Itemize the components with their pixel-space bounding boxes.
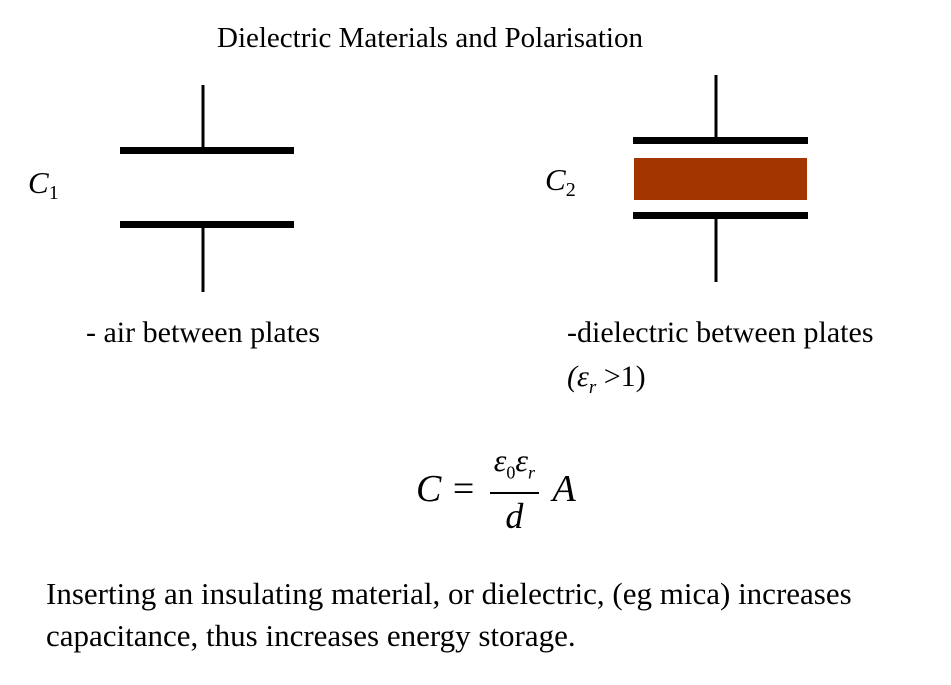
formula-fraction: ε0εr d bbox=[489, 440, 540, 538]
formula-equals: = bbox=[452, 468, 475, 511]
capacitance-formula: C = ε0εr d A bbox=[416, 440, 576, 536]
formula-rhs: A bbox=[552, 468, 576, 511]
c2-bottom-plate bbox=[633, 212, 808, 219]
bottom-text: Inserting an insulating material, or die… bbox=[46, 576, 852, 653]
slide-title: Dielectric Materials and Polarisation bbox=[217, 22, 643, 54]
c2-caption-permittivity: (εr >1) bbox=[567, 360, 646, 398]
formula-numerator: ε0εr bbox=[489, 440, 540, 495]
c1-top-plate bbox=[120, 147, 294, 154]
c2-top-plate bbox=[633, 137, 808, 144]
c2-dielectric-slab bbox=[634, 158, 807, 200]
c2-label: C2 bbox=[545, 162, 576, 201]
capacitor-c1-symbol bbox=[120, 85, 294, 292]
c1-bottom-plate bbox=[120, 221, 294, 228]
capacitor-c2-symbol bbox=[633, 75, 808, 282]
formula-lhs: C bbox=[416, 468, 442, 511]
c2-caption: -dielectric between plates bbox=[567, 316, 874, 349]
c1-caption: - air between plates bbox=[86, 316, 321, 349]
formula-denominator: d bbox=[505, 496, 524, 537]
c1-label: C1 bbox=[28, 165, 59, 204]
